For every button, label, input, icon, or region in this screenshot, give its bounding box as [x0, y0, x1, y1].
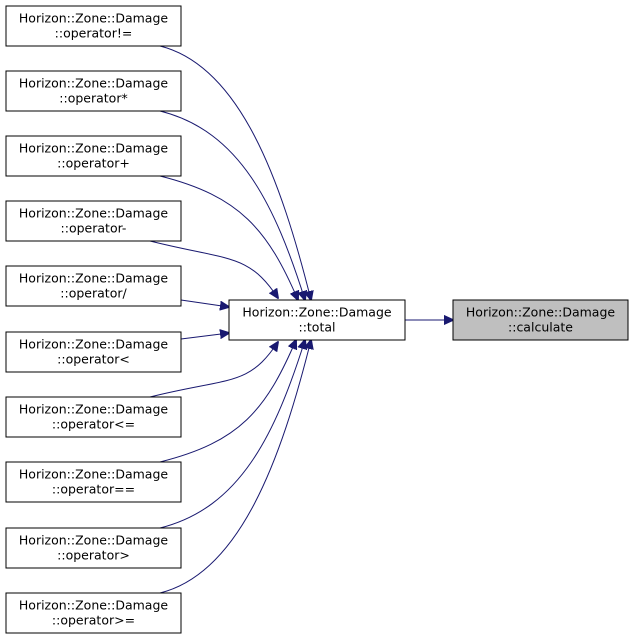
node-caller-0[interactable]: Horizon::Zone::Damage::operator!= — [5, 5, 182, 47]
node-caller-box — [5, 70, 182, 112]
node-caller-box — [5, 5, 182, 47]
node-middle-box — [228, 299, 406, 341]
node-caller-label-line1: Horizon::Zone::Damage — [19, 598, 169, 613]
node-focus-label-line2: ::calculate — [508, 320, 573, 335]
node-caller-6[interactable]: Horizon::Zone::Damage::operator<= — [5, 396, 182, 438]
edge-caller-1-to-middle — [159, 110, 305, 300]
node-caller-box — [5, 135, 182, 177]
node-caller-label-line1: Horizon::Zone::Damage — [19, 467, 169, 482]
node-caller-5[interactable]: Horizon::Zone::Damage::operator< — [5, 331, 182, 373]
node-caller-label-line1: Horizon::Zone::Damage — [19, 402, 169, 417]
node-focus[interactable]: Horizon::Zone::Damage ::calculate — [452, 299, 629, 341]
edge-caller-4-to-middle — [180, 299, 229, 307]
edges — [149, 45, 453, 594]
node-caller-2[interactable]: Horizon::Zone::Damage::operator+ — [5, 135, 182, 177]
edge-caller-5-to-middle — [180, 333, 229, 340]
node-middle[interactable]: Horizon::Zone::Damage ::total — [228, 299, 406, 341]
node-caller-label-line2: ::operator>= — [52, 613, 135, 628]
node-caller-label-line2: ::operator- — [61, 221, 127, 236]
edge-caller-2-to-middle — [159, 175, 298, 300]
node-focus-box — [452, 299, 629, 341]
node-caller-label-line1: Horizon::Zone::Damage — [19, 533, 169, 548]
node-caller-label-line2: ::operator!= — [55, 26, 133, 41]
edge-caller-9-to-middle — [159, 340, 311, 594]
node-caller-box — [5, 461, 182, 503]
node-caller-4[interactable]: Horizon::Zone::Damage::operator/ — [5, 265, 182, 307]
nodes: Horizon::Zone::Damage ::calculate Horizo… — [5, 5, 629, 634]
node-caller-label-line1: Horizon::Zone::Damage — [19, 11, 169, 26]
edge-caller-7-to-middle — [159, 340, 296, 463]
node-caller-9[interactable]: Horizon::Zone::Damage::operator>= — [5, 592, 182, 634]
node-focus-label-line1: Horizon::Zone::Damage — [466, 305, 616, 320]
node-middle-label-line2: ::total — [298, 320, 335, 335]
node-caller-7[interactable]: Horizon::Zone::Damage::operator== — [5, 461, 182, 503]
node-caller-3[interactable]: Horizon::Zone::Damage::operator- — [5, 200, 182, 242]
node-caller-label-line1: Horizon::Zone::Damage — [19, 206, 169, 221]
node-caller-box — [5, 265, 182, 307]
node-caller-box — [5, 527, 182, 569]
edge-caller-6-to-middle — [149, 342, 278, 398]
node-middle-label-line1: Horizon::Zone::Damage — [242, 305, 392, 320]
node-caller-label-line2: ::operator< — [57, 352, 130, 367]
edge-caller-3-to-middle — [149, 240, 278, 298]
node-caller-8[interactable]: Horizon::Zone::Damage::operator> — [5, 527, 182, 569]
node-caller-label-line2: ::operator* — [59, 91, 127, 106]
node-caller-box — [5, 200, 182, 242]
node-caller-box — [5, 331, 182, 373]
node-caller-label-line1: Horizon::Zone::Damage — [19, 141, 169, 156]
node-caller-label-line1: Horizon::Zone::Damage — [19, 76, 169, 91]
node-caller-label-line2: ::operator/ — [60, 286, 127, 301]
node-caller-label-line2: ::operator+ — [57, 156, 130, 171]
node-caller-box — [5, 396, 182, 438]
node-caller-label-line2: ::operator== — [52, 482, 135, 497]
node-caller-label-line1: Horizon::Zone::Damage — [19, 337, 169, 352]
node-caller-label-line2: ::operator> — [57, 548, 130, 563]
node-caller-box — [5, 592, 182, 634]
edge-caller-8-to-middle — [159, 340, 305, 529]
node-caller-label-line2: ::operator<= — [52, 417, 135, 432]
node-caller-label-line1: Horizon::Zone::Damage — [19, 271, 169, 286]
node-caller-1[interactable]: Horizon::Zone::Damage::operator* — [5, 70, 182, 112]
edge-caller-0-to-middle — [159, 45, 311, 300]
